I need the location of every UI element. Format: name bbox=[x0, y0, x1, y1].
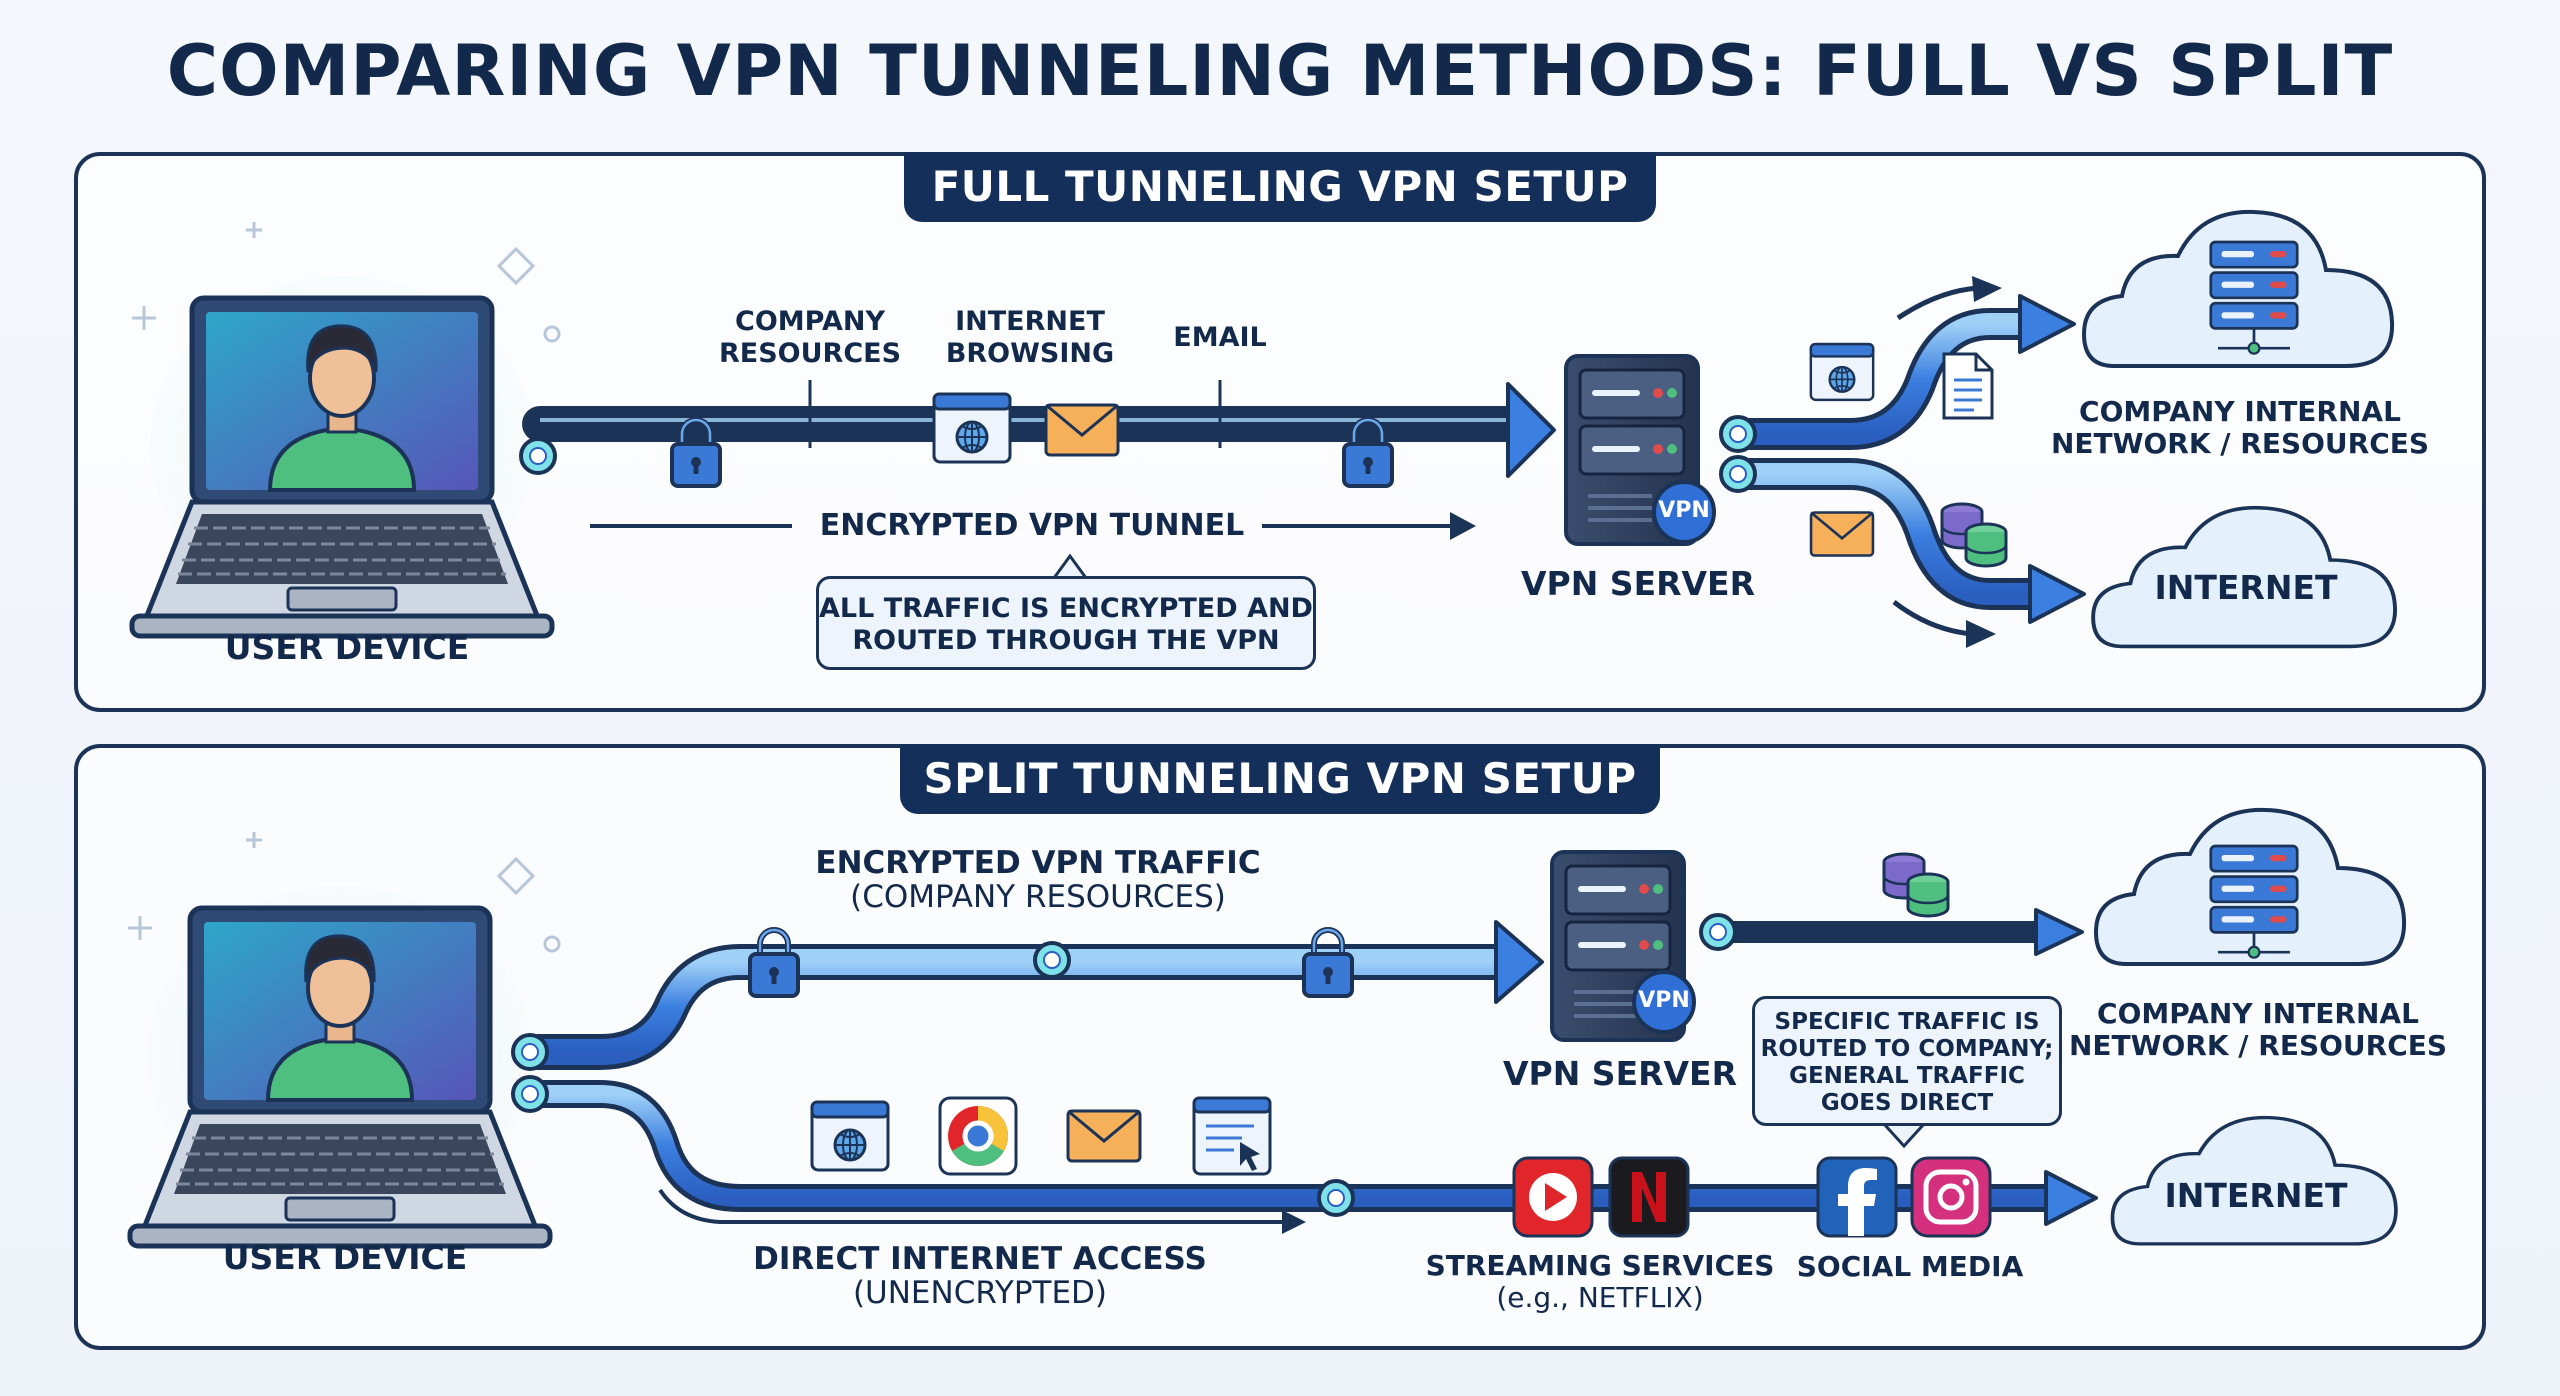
split-company-network-line: COMPANY INTERNAL bbox=[2097, 997, 2419, 1030]
youtube-icon bbox=[1512, 1156, 1594, 1238]
split-vpn-badge bbox=[1632, 970, 1696, 1034]
split-company-network-label: COMPANY INTERNAL NETWORK / RESOURCES bbox=[2058, 998, 2458, 1062]
company-resources-line: COMPANY bbox=[735, 306, 885, 337]
full-callout-line: ROUTED THROUGH THE VPN bbox=[852, 625, 1280, 656]
split-user-device-label: USER DEVICE bbox=[222, 1238, 468, 1277]
split-tunnel-mid-node bbox=[1033, 941, 1071, 979]
split-branch-node bbox=[511, 1075, 549, 1113]
split-user-laptop bbox=[130, 886, 550, 1246]
split-direct-mid-node bbox=[1317, 1179, 1355, 1217]
split-direct-path bbox=[530, 1080, 2098, 1234]
streaming-services-line: (e.g., NETFLIX) bbox=[1496, 1281, 1704, 1314]
company-resources-label: COMPANY RESOURCES bbox=[690, 306, 930, 370]
web-page-cursor-icon bbox=[1192, 1096, 1272, 1176]
lock-icon bbox=[1304, 930, 1352, 996]
document-icon bbox=[1942, 352, 1994, 420]
direct-internet-access-line: (UNENCRYPTED) bbox=[852, 1275, 1108, 1311]
full-branch-company bbox=[1740, 276, 2076, 450]
split-server-node bbox=[1699, 913, 1737, 951]
encrypted-vpn-tunnel-label: ENCRYPTED VPN TUNNEL bbox=[819, 508, 1245, 543]
full-user-device-label: USER DEVICE bbox=[224, 628, 470, 667]
split-callout-line: ROUTED TO COMPANY; bbox=[1760, 1036, 2054, 1062]
streaming-services-line: STREAMING SERVICES bbox=[1425, 1249, 1775, 1282]
full-vpn-server-label: VPN SERVER bbox=[1520, 564, 1756, 603]
chrome-icon bbox=[938, 1096, 1018, 1176]
full-branch-internet bbox=[1740, 458, 2086, 648]
browser-globe-icon bbox=[810, 1100, 890, 1172]
full-vpn-badge bbox=[1652, 480, 1716, 544]
decorative-sparkles bbox=[128, 222, 561, 953]
full-company-network-line: COMPANY INTERNAL bbox=[2079, 395, 2401, 428]
direct-internet-access-line: DIRECT INTERNET ACCESS bbox=[753, 1241, 1207, 1277]
netflix-icon bbox=[1608, 1156, 1690, 1238]
company-resources-line: RESOURCES bbox=[718, 338, 902, 369]
full-tunnel-heading: FULL TUNNELING VPN SETUP bbox=[904, 152, 1656, 222]
encrypted-vpn-traffic-line: (COMPANY RESOURCES) bbox=[850, 879, 1226, 915]
full-callout-line: ALL TRAFFIC IS ENCRYPTED AND bbox=[819, 593, 1313, 624]
split-callout-line: SPECIFIC TRAFFIC IS bbox=[1774, 1009, 2040, 1035]
internet-browsing-line: INTERNET bbox=[955, 306, 1105, 337]
split-vpn-server-label: VPN SERVER bbox=[1502, 1054, 1738, 1093]
full-internet-label: INTERNET bbox=[2154, 568, 2338, 607]
split-company-network-line: NETWORK / RESOURCES bbox=[2068, 1029, 2448, 1062]
streaming-services-label: STREAMING SERVICES (e.g., NETFLIX) bbox=[1410, 1250, 1790, 1314]
internet-browsing-label: INTERNET BROWSING bbox=[910, 306, 1150, 370]
full-branch-node bbox=[1719, 455, 1757, 493]
lock-icon bbox=[750, 930, 798, 996]
facebook-icon bbox=[1816, 1156, 1898, 1238]
full-vpn-badge-text: VPN bbox=[1658, 498, 1710, 523]
split-callout: SPECIFIC TRAFFIC IS ROUTED TO COMPANY; G… bbox=[1752, 996, 2062, 1126]
split-vpn-badge-text: VPN bbox=[1638, 988, 1690, 1013]
split-branch-node bbox=[511, 1033, 549, 1071]
envelope-icon bbox=[1044, 403, 1120, 457]
email-label: EMAIL bbox=[1173, 322, 1267, 353]
instagram-icon bbox=[1910, 1156, 1992, 1238]
split-callout-line: GOES DIRECT bbox=[1820, 1090, 1994, 1116]
envelope-icon bbox=[1066, 1109, 1142, 1163]
full-tunnel-start-node bbox=[519, 437, 557, 475]
full-company-network-line: NETWORK / RESOURCES bbox=[2050, 427, 2430, 460]
encrypted-vpn-traffic-line: ENCRYPTED VPN TRAFFIC bbox=[815, 845, 1261, 881]
split-callout-line: GENERAL TRAFFIC bbox=[1789, 1063, 2025, 1089]
browser-globe-icon bbox=[1809, 342, 1875, 402]
social-media-label: SOCIAL MEDIA bbox=[1796, 1250, 2024, 1283]
split-encrypted-tunnel bbox=[530, 920, 1544, 1070]
page-title: COMPARING VPN TUNNELING METHODS: FULL VS… bbox=[166, 30, 2394, 112]
full-company-network-label: COMPANY INTERNAL NETWORK / RESOURCES bbox=[2040, 396, 2440, 460]
split-company-link bbox=[1720, 908, 2084, 956]
browser-globe-icon bbox=[932, 392, 1012, 464]
internet-browsing-line: BROWSING bbox=[945, 338, 1115, 369]
full-branch-node bbox=[1719, 415, 1757, 453]
database-icon bbox=[1882, 852, 1950, 918]
split-tunnel-heading: SPLIT TUNNELING VPN SETUP bbox=[900, 744, 1660, 814]
database-icon bbox=[1940, 502, 2008, 568]
full-user-laptop bbox=[132, 276, 552, 636]
encrypted-vpn-traffic-label: ENCRYPTED VPN TRAFFIC (COMPANY RESOURCES… bbox=[778, 846, 1298, 914]
split-internet-label: INTERNET bbox=[2164, 1176, 2348, 1215]
full-callout: ALL TRAFFIC IS ENCRYPTED AND ROUTED THRO… bbox=[816, 576, 1316, 670]
direct-internet-access-label: DIRECT INTERNET ACCESS (UNENCRYPTED) bbox=[730, 1242, 1230, 1310]
envelope-icon bbox=[1809, 511, 1875, 557]
